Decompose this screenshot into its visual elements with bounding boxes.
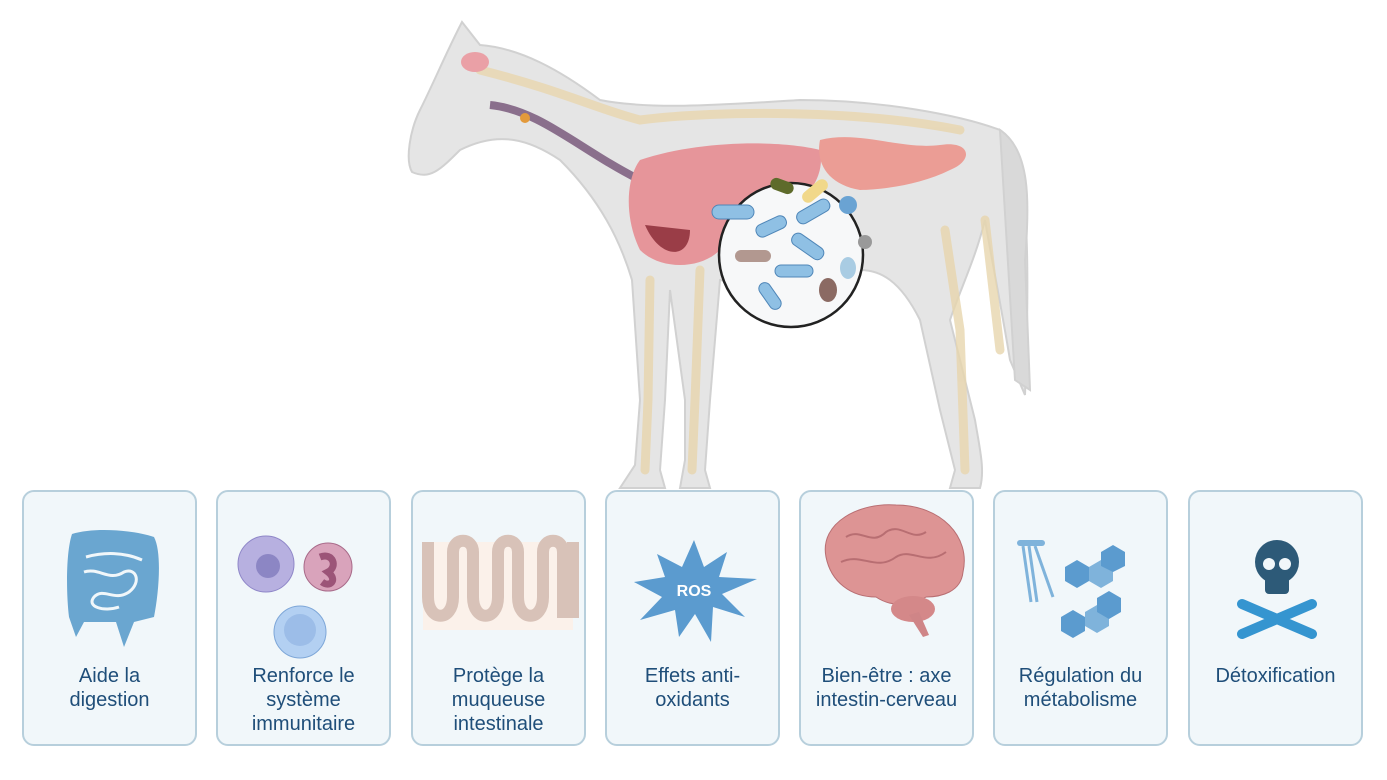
benefit-card-antioxidant: ROS Effets anti-oxidants [605,490,780,746]
card-label: Effets anti-oxidants [644,665,741,711]
intestinal-mucosa-icon [422,534,579,630]
digestive-organs [461,52,967,265]
card-label: Détoxification [1215,665,1336,687]
skull-crossbones-icon [1237,540,1317,639]
molecules-icon [1017,540,1125,638]
intestine-icon [67,530,159,647]
ros-burst-icon: ROS [634,540,757,642]
benefit-card-detoxification: Détoxification [1188,490,1363,746]
brain-icon [824,504,965,637]
microbiota-magnifier [711,177,872,329]
ros-label: ROS [677,583,712,600]
immune-cells-icon [237,535,353,659]
horse-skeleton [475,65,1005,475]
horse-illustration [407,20,1032,489]
